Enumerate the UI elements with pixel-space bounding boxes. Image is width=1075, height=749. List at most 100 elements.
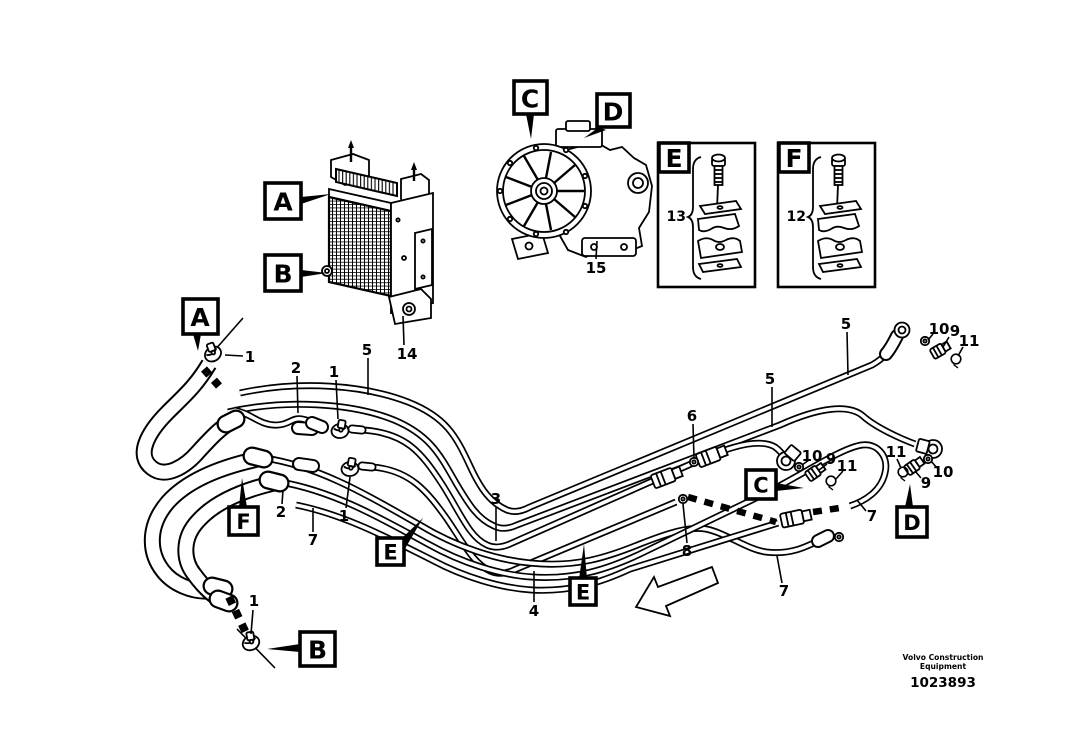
ref-d-fitting: D bbox=[903, 511, 920, 535]
ref-a-cooler: A bbox=[273, 188, 293, 217]
ref-b-hose: B bbox=[308, 636, 327, 665]
rubber-hoses bbox=[144, 364, 274, 602]
detail-box-f: F 12 bbox=[776, 141, 877, 289]
callout-12: 12 bbox=[787, 209, 806, 225]
callout-9-top: 9 bbox=[942, 322, 960, 348]
part-number: 1023893 bbox=[910, 675, 976, 691]
connector-9-top bbox=[928, 339, 953, 361]
callout-11-top: 11 bbox=[957, 332, 980, 357]
callout-7-left: 7 bbox=[308, 508, 318, 549]
callout-15: 15 bbox=[586, 240, 607, 277]
callout-5-left: 5 bbox=[362, 341, 372, 395]
ref-e-bundle-2: E bbox=[576, 581, 590, 605]
callout-9-d: 9 bbox=[914, 470, 931, 492]
svg-text:2: 2 bbox=[291, 359, 301, 377]
svg-text:4: 4 bbox=[529, 602, 539, 620]
svg-text:11: 11 bbox=[837, 457, 858, 475]
callout-2-lower: 2 bbox=[276, 489, 286, 521]
ref-c-fan: C bbox=[521, 85, 539, 114]
callout-1-b: 1 bbox=[249, 592, 259, 635]
callout-11-c: 11 bbox=[835, 457, 858, 480]
svg-text:8: 8 bbox=[682, 542, 692, 560]
callout-1-a: 1 bbox=[224, 348, 255, 366]
callout-9-c: 9 bbox=[818, 450, 836, 471]
svg-text:2: 2 bbox=[276, 503, 286, 521]
hidden-hose-dashes bbox=[201, 317, 847, 669]
svg-text:1: 1 bbox=[249, 592, 259, 610]
fittings-and-clamps bbox=[198, 321, 962, 654]
callout-11-d: 11 bbox=[886, 443, 907, 469]
svg-text:9: 9 bbox=[950, 322, 960, 340]
callout-13: 13 bbox=[667, 209, 686, 225]
ref-b-cooler: B bbox=[273, 260, 292, 289]
ref-a-hose: A bbox=[190, 303, 210, 332]
direction-arrow bbox=[634, 565, 720, 618]
oring-11-top bbox=[950, 353, 962, 369]
svg-text:15: 15 bbox=[586, 259, 607, 277]
clamp-1-upper bbox=[329, 418, 350, 440]
connector-9-d bbox=[902, 454, 927, 477]
svg-text:7: 7 bbox=[779, 582, 789, 600]
detail-box-e: E 13 bbox=[656, 141, 757, 289]
inline-fitting-hidden bbox=[778, 506, 814, 529]
ref-d-fan: D bbox=[603, 98, 624, 127]
fan-rim-bolts bbox=[496, 144, 589, 238]
svg-text:1: 1 bbox=[329, 363, 339, 381]
ref-f-hose: F bbox=[236, 510, 250, 534]
brand-line-1: Volvo Construction bbox=[903, 653, 984, 662]
callout-3: 3 bbox=[491, 490, 501, 541]
callout-8: 8 bbox=[682, 503, 692, 560]
svg-text:9: 9 bbox=[921, 474, 931, 492]
fan-spokes bbox=[505, 151, 584, 231]
svg-text:7: 7 bbox=[867, 507, 877, 525]
washer-hose7 bbox=[833, 531, 845, 543]
washer-10-top bbox=[919, 335, 931, 347]
oring-11-d bbox=[897, 466, 909, 482]
svg-text:1: 1 bbox=[245, 348, 255, 366]
washer-8 bbox=[677, 493, 689, 505]
hose-end-caps bbox=[202, 409, 835, 613]
callout-4: 4 bbox=[529, 571, 539, 620]
detail-letter-e: E bbox=[665, 144, 682, 173]
washer-6 bbox=[688, 456, 700, 468]
reference-labels: A B C D A F B C D E E bbox=[181, 79, 929, 668]
callout-7-mid: 7 bbox=[776, 555, 789, 600]
svg-text:11: 11 bbox=[886, 443, 907, 461]
callout-7-right: 7 bbox=[856, 499, 877, 525]
svg-text:6: 6 bbox=[687, 407, 697, 425]
ref-e-bundle-1: E bbox=[383, 541, 397, 565]
svg-text:5: 5 bbox=[765, 370, 775, 388]
callout-10-top: 10 bbox=[927, 320, 950, 341]
callout-14: 14 bbox=[397, 315, 418, 363]
oil-cooler bbox=[321, 140, 434, 326]
inline-fitting-6 bbox=[694, 442, 730, 469]
callout-2-upper: 2 bbox=[291, 359, 301, 414]
svg-text:10: 10 bbox=[802, 447, 823, 465]
callout-6: 6 bbox=[687, 407, 697, 459]
svg-text:10: 10 bbox=[933, 463, 954, 481]
callout-5-mid: 5 bbox=[765, 370, 775, 427]
callout-10-d: 10 bbox=[930, 460, 954, 481]
fan-drive-assembly bbox=[496, 120, 653, 261]
svg-text:7: 7 bbox=[308, 531, 318, 549]
svg-text:3: 3 bbox=[491, 490, 501, 508]
svg-text:1: 1 bbox=[339, 507, 349, 525]
ref-c-fitting: C bbox=[753, 474, 768, 498]
oring-11-c bbox=[825, 475, 837, 491]
detail-letter-f: F bbox=[785, 144, 802, 173]
brand-line-2: Equipment bbox=[920, 662, 967, 671]
callout-1-lower: 1 bbox=[339, 476, 351, 525]
footer-branding: Volvo Construction Equipment 1023893 bbox=[903, 653, 984, 691]
svg-text:14: 14 bbox=[397, 345, 418, 363]
svg-text:5: 5 bbox=[841, 315, 851, 333]
svg-text:5: 5 bbox=[362, 341, 372, 359]
callout-5-right: 5 bbox=[841, 315, 851, 376]
inline-fitting-lower bbox=[649, 463, 685, 490]
callout-1-upper: 1 bbox=[329, 363, 339, 420]
numeric-callouts: 1 1 1 1 2 2 3 4 5 5 5 6 7 7 7 8 9 9 9 10… bbox=[224, 240, 980, 635]
svg-text:10: 10 bbox=[929, 320, 950, 338]
svg-text:11: 11 bbox=[959, 332, 980, 350]
clamp-1-lower bbox=[339, 456, 360, 478]
